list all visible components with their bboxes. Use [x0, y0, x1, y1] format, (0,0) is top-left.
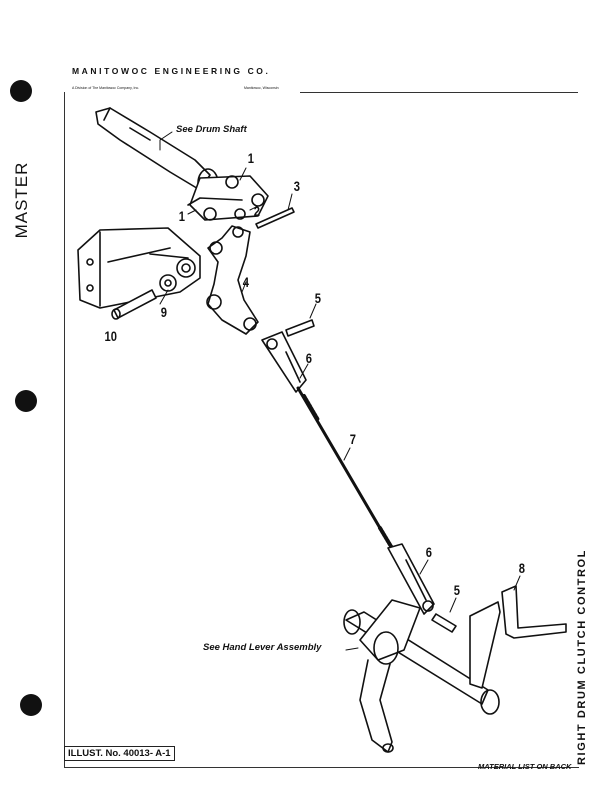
part-number-9: 9: [160, 304, 168, 320]
hand-lever-assembly: [343, 599, 501, 753]
part-number-1-top: 1: [247, 150, 255, 166]
part-number-7: 7: [349, 431, 357, 447]
part-8-angle-bracket: [501, 585, 567, 639]
illustration-number-box: ILLUST. No. 40013- A-1: [64, 746, 175, 761]
leader-lines: [159, 131, 521, 651]
part-number-1-left: 1: [178, 208, 186, 224]
material-list-note: MATERIAL LIST ON BACK: [478, 762, 572, 771]
part-number-5-upper: 5: [314, 290, 322, 306]
part-6-clevis-upper: [261, 331, 307, 393]
part-10-pin: [111, 289, 157, 320]
part-number-6-upper: 6: [305, 350, 313, 366]
part-number-8: 8: [518, 560, 526, 576]
part-number-4: 4: [242, 274, 250, 290]
company-name: MANITOWOC ENGINEERING CO.: [72, 66, 271, 76]
part-6-clevis-lower: [387, 543, 435, 615]
part-number-6-lower: 6: [425, 544, 433, 560]
part-9-mounting-bracket: [77, 227, 201, 309]
part-number-3: 3: [293, 178, 301, 194]
part-5-pin-upper: [285, 319, 315, 337]
binder-hole-bottom: [20, 694, 42, 716]
part-4-bell-crank: [206, 225, 259, 335]
part-number-10: 10: [104, 328, 118, 344]
part-3-pin: [255, 207, 295, 229]
callout-see-drum-shaft: See Drum Shaft: [176, 124, 247, 135]
frame-top-rule: [300, 92, 578, 93]
part-5-pin-lower: [431, 613, 457, 633]
drawing-title: RIGHT DRUM CLUTCH CONTROL: [576, 549, 588, 765]
callout-see-hand-lever-assembly: See Hand Lever Assembly: [203, 642, 322, 653]
company-location: Manitowoc, Wisconsin: [244, 86, 279, 90]
part-7-rod: [296, 386, 396, 554]
company-division: A Division of The Manitowoc Company, Inc…: [72, 86, 140, 90]
drawing-frame: [64, 92, 579, 768]
binder-hole-middle: [15, 390, 37, 412]
part-number-5-lower: 5: [453, 582, 461, 598]
binder-hole-top: [10, 80, 32, 102]
part-number-2: 2: [253, 203, 261, 219]
